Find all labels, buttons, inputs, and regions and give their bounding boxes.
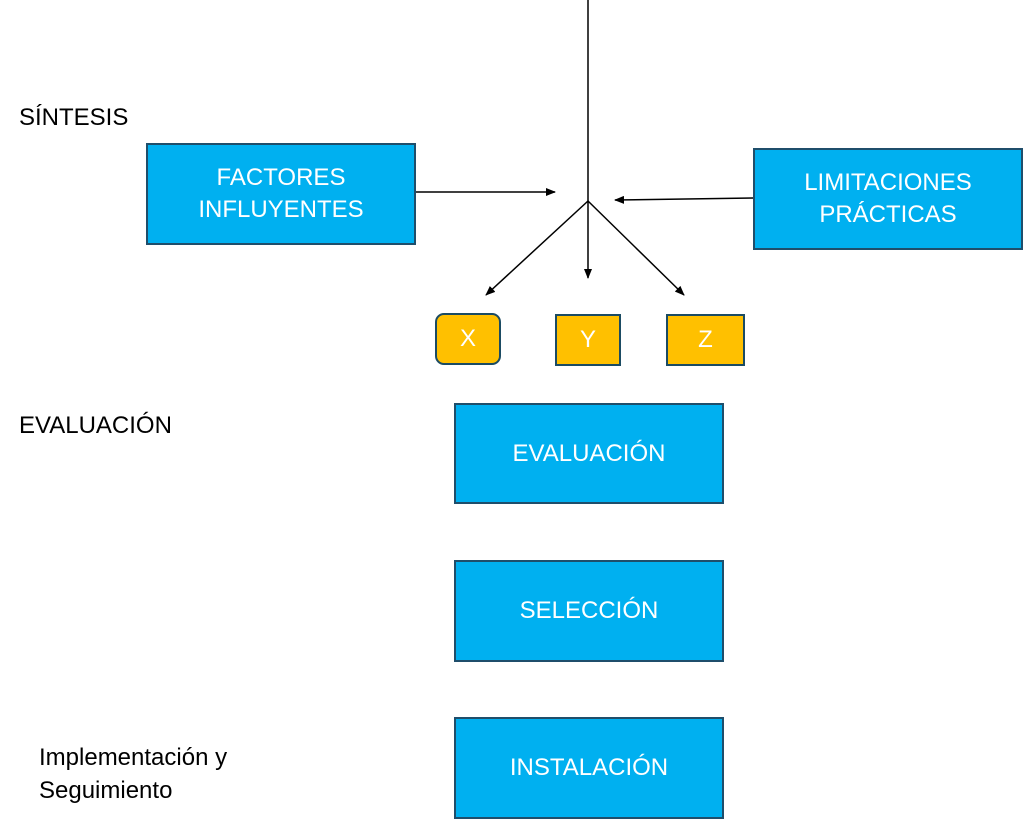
limitaciones-line1: LIMITACIONES xyxy=(804,169,972,196)
box-z: Z xyxy=(666,314,745,366)
box-instalacion: INSTALACIÓN xyxy=(454,717,724,819)
box-limitaciones-practicas: LIMITACIONES PRÁCTICAS xyxy=(753,148,1023,250)
box-x: X xyxy=(435,313,501,365)
limitaciones-line2: PRÁCTICAS xyxy=(819,201,957,228)
box-seleccion: SELECCIÓN xyxy=(454,560,724,662)
label-evaluacion: EVALUACIÓN xyxy=(19,412,172,439)
arrow-to-z xyxy=(587,200,685,296)
arrow-to-x xyxy=(485,200,589,296)
factores-line2: INFLUYENTES xyxy=(198,196,364,223)
factores-line1: FACTORES xyxy=(216,164,346,191)
label-sintesis: SÍNTESIS xyxy=(19,104,129,131)
label-implementacion-line1: Implementación y xyxy=(39,744,228,771)
box-evaluacion: EVALUACIÓN xyxy=(454,403,724,504)
box-y: Y xyxy=(555,314,621,366)
arrow-limitaciones xyxy=(614,195,754,204)
box-factores-influyentes: FACTORES INFLUYENTES xyxy=(146,143,416,245)
label-implementacion-line2: Seguimiento xyxy=(39,777,173,804)
label-implementacion: Implementación y Seguimiento xyxy=(39,741,227,807)
